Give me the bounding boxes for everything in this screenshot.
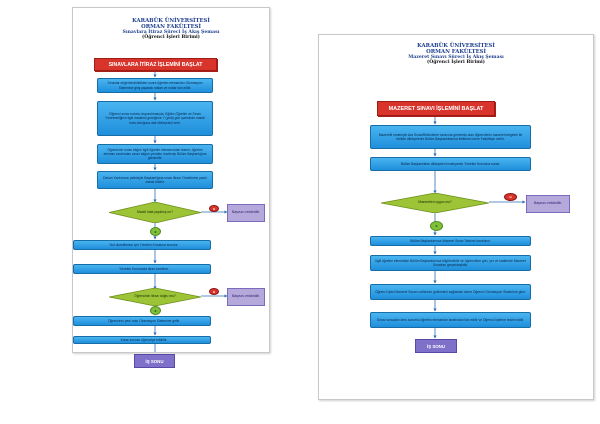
decision-text: Öğrencinin itirazı doğru mu? <box>134 294 176 299</box>
process-step-7: Öğrencinin yeni notu Otomasyon Sistemine… <box>73 316 211 326</box>
decision-mazeret-uygun: Mazeretleri uygun mu? <box>381 193 489 213</box>
no-label: H <box>209 205 219 212</box>
yes-label: E <box>150 227 161 236</box>
unit-name: (Öğrenci İşleri Birimi) <box>427 60 485 66</box>
process-step-3: Bölüm Başkanlarınca Mazeret Sınav Takvim… <box>370 236 531 246</box>
decision-itiraz-dogru: Öğrencinin itirazı doğru mu? <box>109 288 201 306</box>
unit-name: (Öğrenci İşleri Birimi) <box>142 35 200 41</box>
process-step-1: Sınavlar değerlendirildikten sonra öğret… <box>97 78 213 93</box>
no-label: H <box>209 288 219 295</box>
process-step-2: Öğrenci sınav notunu duyurulmasıyla, Eği… <box>97 101 213 136</box>
faculty-name: ORMAN FAKÜLTESİ <box>426 49 486 56</box>
reject-box: Başvuru reddedilir. <box>227 204 265 222</box>
right-header: KARABÜK ÜNİVERSİTESİ ORMAN FAKÜLTESİ Maz… <box>319 43 593 66</box>
reject-box: Başvuru reddedilir. <box>227 288 265 306</box>
university-name: KARABÜK ÜNİVERSİTESİ <box>417 43 495 49</box>
process-step-1: Mazeretli nedeniyle Ara Sınav/Bütünleme … <box>370 125 531 149</box>
yes-label: E <box>150 306 161 315</box>
flowchart-subtitle: Sınavlara İtiraz Süreci İş Akış Şeması <box>122 30 220 36</box>
yes-label: E <box>430 221 443 231</box>
process-step-6: Sınav sonuçları ders sorumlu öğretim ele… <box>370 312 531 328</box>
university-name: KARABÜK ÜNİVERSİTESİ <box>132 18 210 24</box>
left-header: KARABÜK ÜNİVERSİTESİ ORMAN FAKÜLTESİ Sın… <box>73 18 269 41</box>
end-box: İŞ SONU <box>415 339 457 353</box>
process-step-5: Öğrenci İşleri Mazeret Sınavı notlarının… <box>370 284 531 300</box>
process-step-4: İlgili öğretim elemanları Bölüm Başkanla… <box>370 255 531 271</box>
flowchart-subtitle: Mazeret Sınavı Süreci İş Akış Şeması <box>408 55 504 61</box>
process-step-2: Bölüm Başkanlıkları dilekçeleri inceleye… <box>370 157 531 171</box>
start-title: MAZERET SINAVI İŞLEMİNİ BAŞLAT <box>377 101 495 116</box>
process-step-6: Yönetim Kurulunda itiraz incelenir. <box>73 264 211 274</box>
process-step-5: Not düzeltilmesi için Yönetim Kuruluna s… <box>73 240 211 250</box>
faculty-name: ORMAN FAKÜLTESİ <box>141 24 201 31</box>
left-document-page: KARABÜK ÜNİVERSİTESİ ORMAN FAKÜLTESİ Sın… <box>72 7 270 353</box>
process-step-3: Öğrencinin sınav kâğıdı ilgili öğretim e… <box>97 144 213 164</box>
decision-text: Mazeretleri uygun mu? <box>418 200 452 205</box>
reject-box: Başvuru reddedilir. <box>526 195 570 213</box>
decision-maddi-hata: Maddi hata yapılmış mı? <box>109 202 201 223</box>
end-box: İŞ SONU <box>134 354 175 368</box>
right-document-page: KARABÜK ÜNİVERSİTESİ ORMAN FAKÜLTESİ Maz… <box>318 34 594 400</box>
process-step-4: Dekan Yardımcısı yetkisiyle Başkanlığına… <box>97 171 213 189</box>
process-step-8: Karar sonucu öğrenciye bildirilir. <box>73 336 211 344</box>
start-title: SINAVLARA İTİRAZ İŞLEMİNİ BAŞLAT <box>94 58 217 71</box>
decision-text: Maddi hata yapılmış mı? <box>137 209 173 214</box>
no-label: H <box>504 193 517 201</box>
